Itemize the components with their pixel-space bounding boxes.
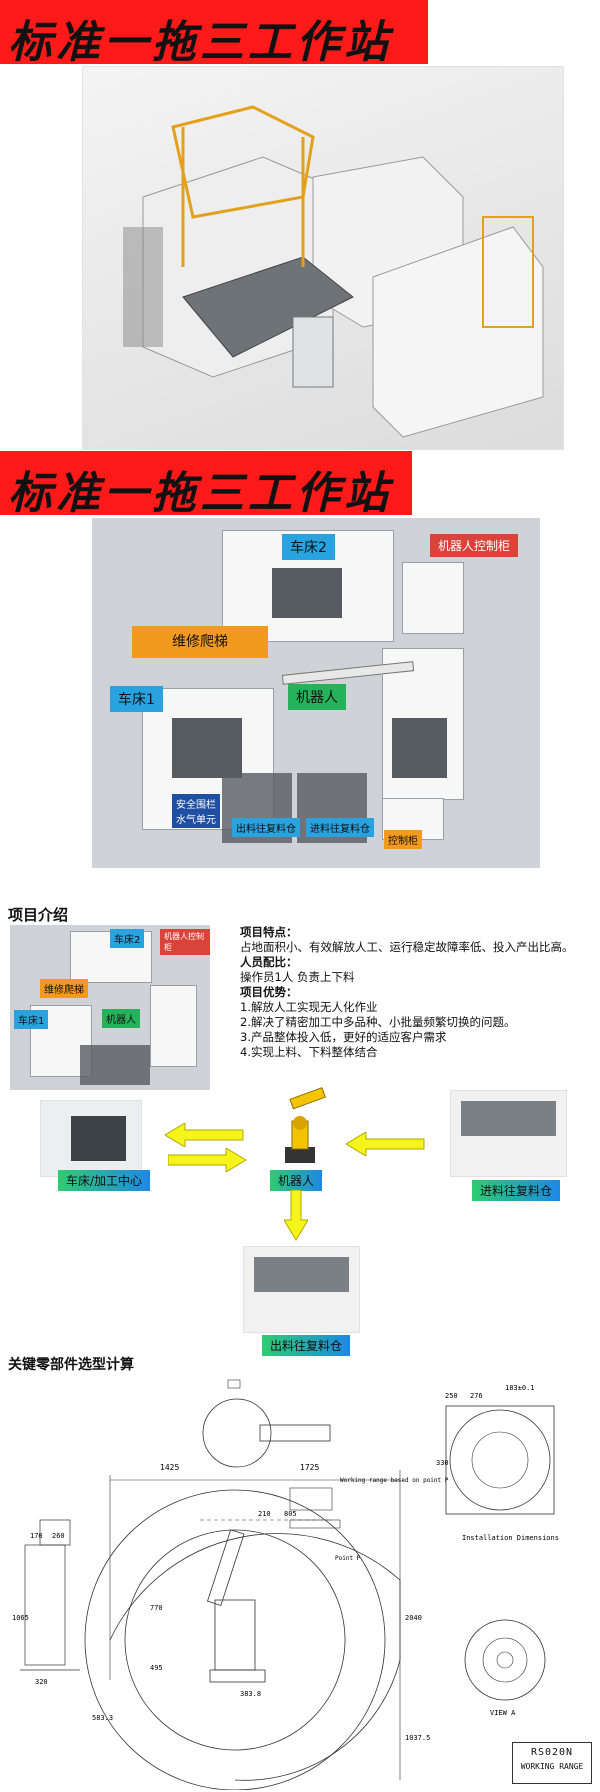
thumb-label-robot-cabinet: 机器人控制柜 — [160, 929, 210, 955]
out-bin-table — [254, 1257, 349, 1292]
dim-330: 330 — [436, 1459, 449, 1467]
model-title-block: RS020N WORKING RANGE — [512, 1742, 592, 1784]
label-robot-cabinet: 机器人控制柜 — [430, 534, 519, 557]
right-lathe-bed — [392, 718, 447, 778]
label-control-cabinet: 控制柜 — [384, 830, 422, 849]
working-note: Working range based on point P — [340, 1477, 449, 1484]
intro-heading: 项目介绍 — [8, 906, 69, 924]
intro-text-block: 项目特点： 占地面积小、有效解放人工、运行稳定故障率低、投入产出比高。 人员配比… — [240, 925, 595, 1060]
title-banner-top: 标准一拖三工作站 — [0, 0, 428, 68]
thumb-machine-3 — [150, 985, 197, 1067]
dim-805: 805 — [284, 1510, 297, 1518]
flow-label-robot: 机器人 — [270, 1170, 323, 1191]
robot-cabinet — [402, 562, 464, 634]
staff-title: 人员配比： — [240, 955, 298, 969]
arrow-to-robot — [346, 1132, 425, 1156]
arrow-to-lathe — [165, 1123, 244, 1147]
advantage-item: 2.解决了精密加工中多品种、小批量频繁切换的问题。 — [240, 1015, 516, 1029]
label-out-bin: 出料往复料仓 — [232, 818, 300, 837]
flow-label-lathe: 车床/加工中心 — [58, 1170, 151, 1191]
label-in-bin: 进料往复料仓 — [306, 818, 374, 837]
intro-thumbnail-image: 维修爬梯 车床1 车床2 机器人 机器人控制柜 — [10, 925, 210, 1090]
thumb-label-ladder: 维修爬梯 — [40, 979, 88, 998]
dim-383: 383.8 — [240, 1690, 261, 1698]
robot-illustration — [285, 1087, 326, 1163]
banner-title: 标准一拖三工作站 — [8, 17, 392, 68]
label-lathe2: 车床2 — [282, 534, 335, 560]
layout-plan-image: 车床2 机器人控制柜 维修爬梯 车床1 机器人 安全围栏 水气单元 出料往复料仓… — [92, 518, 540, 868]
install-label: Installation Dimensions — [462, 1534, 559, 1542]
title-banner-second: 标准一拖三工作站 — [0, 451, 412, 519]
lathe1-bed — [172, 718, 242, 778]
staff-text: 操作员1人 负责上下料 — [240, 970, 355, 984]
features-text: 占地面积小、有效解放人工、运行稳定故障率低、投入产出比高。 — [240, 940, 574, 954]
dim-260: 260 — [52, 1532, 65, 1540]
advantages-title: 项目优势： — [240, 985, 298, 999]
label-safety: 安全围栏 水气单元 — [172, 794, 220, 828]
calc-heading: 关键零部件选型计算 — [8, 1357, 134, 1373]
thumb-bins — [80, 1045, 150, 1085]
arrow-from-lathe — [168, 1148, 247, 1172]
label-robot: 机器人 — [288, 684, 346, 710]
lathe2-bed — [272, 568, 342, 618]
dim-2040: 2040 — [405, 1614, 422, 1622]
dim-183: 183±0.1 — [505, 1384, 535, 1392]
thumb-label-lathe2: 车床2 — [110, 929, 145, 948]
dim-250: 250 — [445, 1392, 458, 1400]
point-p-label: Point P — [335, 1555, 361, 1562]
in-bin-table — [461, 1101, 556, 1136]
dim-276: 276 — [470, 1392, 483, 1400]
features-title: 项目特点： — [240, 925, 298, 939]
model-name: RS020N — [530, 1747, 574, 1758]
dim-1065: 1065 — [12, 1614, 29, 1622]
dim-1037: 1037.5 — [405, 1734, 430, 1742]
robot-image — [265, 1085, 340, 1170]
lathe-door — [71, 1116, 126, 1161]
label-lathe1: 车床1 — [110, 686, 163, 712]
banner-title-2: 标准一拖三工作站 — [8, 468, 392, 519]
label-ladder: 维修爬梯 — [132, 626, 268, 658]
dim-210: 210 — [258, 1510, 271, 1518]
lathe-machining-center-image — [40, 1100, 142, 1177]
workstation-render-image — [82, 66, 564, 450]
arrow-to-out-bin — [284, 1190, 308, 1241]
workstation-render-illustration — [123, 105, 544, 438]
dim-583: 583.3 — [92, 1714, 113, 1722]
dim-320: 320 — [35, 1678, 48, 1686]
thumb-label-lathe1: 车床1 — [14, 1010, 49, 1029]
dim-770: 770 — [150, 1604, 163, 1612]
dim-170: 170 — [30, 1532, 43, 1540]
view-a-label: VIEW A — [490, 1709, 516, 1717]
advantage-item: 4.实现上料、下料整体结合 — [240, 1045, 378, 1059]
flow-label-in-bin: 进料往复料仓 — [472, 1180, 561, 1201]
thumb-label-robot: 机器人 — [102, 1009, 140, 1028]
dim-495: 495 — [150, 1664, 163, 1672]
advantage-item: 3.产品整体投入低，更好的适应客户需求 — [240, 1030, 447, 1044]
dim-1425: 1425 — [160, 1463, 179, 1472]
advantage-item: 1.解放人工实现无人化作业 — [240, 1000, 378, 1014]
flow-label-out-bin: 出料往复料仓 — [262, 1335, 351, 1356]
working-range-label: WORKING RANGE — [520, 1762, 584, 1771]
in-bin-image — [450, 1090, 567, 1177]
dim-1725: 1725 — [300, 1463, 319, 1472]
robot-working-range-drawing: 1425 1725 805 770 495 210 2040 1037.5 58… — [12, 1379, 559, 1790]
out-bin-image — [243, 1246, 360, 1333]
